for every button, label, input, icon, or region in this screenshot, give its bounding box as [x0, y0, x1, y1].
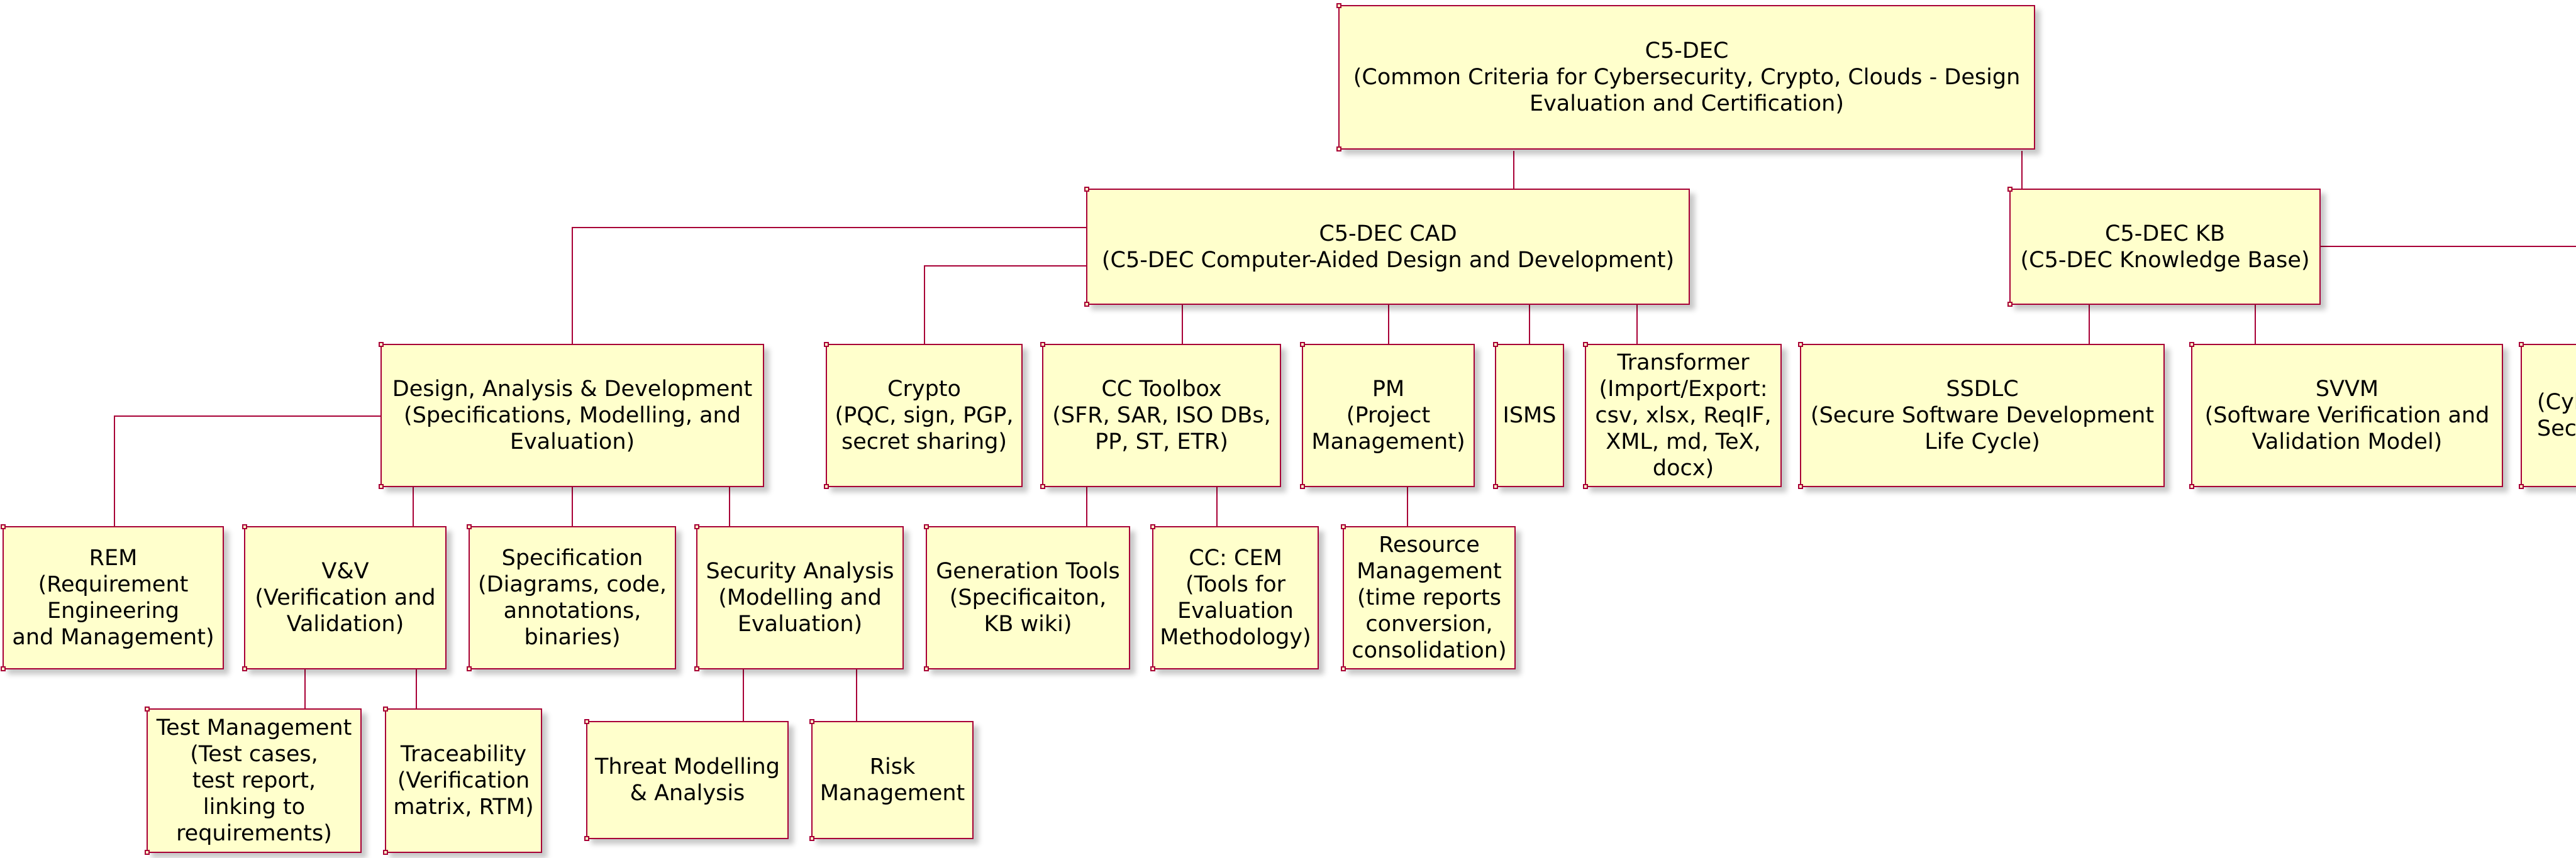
node-partial-cut-off-label: (Cyb Sec [2537, 390, 2576, 441]
node-pm-label: PM (Project Management) [1311, 377, 1465, 454]
node-security-analysis: Security Analysis (Modelling and Evaluat… [694, 524, 904, 671]
node-cc-cem: CC: CEM (Tools for Evaluation Methodolog… [1150, 524, 1319, 671]
node-test-management: Test Management (Test cases, test report… [145, 707, 362, 855]
node-cc-cem-label: CC: CEM (Tools for Evaluation Methodolog… [1160, 546, 1311, 650]
node-crypto-label: Crypto (PQC, sign, PGP, secret sharing) [835, 377, 1014, 454]
node-crypto: Crypto (PQC, sign, PGP, secret sharing) [824, 342, 1023, 489]
node-traceability: Traceability (Verification matrix, RTM) [383, 707, 542, 855]
node-transformer-label: Transformer (Import/Export: csv, xlsx, R… [1595, 350, 1772, 481]
node-pm: PM (Project Management) [1300, 342, 1475, 489]
link-cad-crypto [924, 265, 1086, 344]
node-risk-management-label: Risk Management [819, 754, 965, 806]
node-isms-label: ISMS [1502, 403, 1557, 428]
node-c5-dec: C5-DEC (Common Criteria for Cybersecurit… [1336, 3, 2035, 151]
node-resource-management: Resource Management (time reports conver… [1341, 524, 1516, 671]
node-ssdlc-label: SSDLC (Secure Software Development Life … [1810, 377, 2155, 454]
link-dad-rem [114, 415, 380, 526]
node-cc-toolbox-label: CC Toolbox (SFR, SAR, ISO DBs, PP, ST, E… [1052, 377, 1271, 454]
node-design-analysis-development-label: Design, Analysis & Development (Specific… [392, 377, 753, 454]
node-c5-dec-label: C5-DEC (Common Criteria for Cybersecurit… [1353, 38, 2021, 116]
node-generation-tools: Generation Tools (Specificaiton, KB wiki… [924, 524, 1130, 671]
node-threat-modelling: Threat Modelling & Analysis [584, 719, 789, 841]
node-c5-dec-kb-label: C5-DEC KB (C5-DEC Knowledge Base) [2020, 221, 2310, 273]
node-design-analysis-development: Design, Analysis & Development (Specific… [379, 342, 764, 489]
node-generation-tools-label: Generation Tools (Specificaiton, KB wiki… [936, 559, 1120, 637]
node-svvm: SVVM (Software Verification and Validati… [2189, 342, 2503, 489]
node-ssdlc: SSDLC (Secure Software Development Life … [1798, 342, 2165, 489]
node-specification-label: Specification (Diagrams, code, annotatio… [478, 546, 667, 650]
node-c5-dec-kb: C5-DEC KB (C5-DEC Knowledge Base) [2007, 187, 2321, 307]
node-test-management-label: Test Management (Test cases, test report… [156, 715, 352, 846]
node-rem-label: REM (Requirement Engineering and Managem… [12, 546, 214, 650]
node-partial-cut-off: (Cyb Sec [2519, 342, 2576, 489]
node-resource-management-label: Resource Management (time reports conver… [1352, 532, 1507, 663]
node-security-analysis-label: Security Analysis (Modelling and Evaluat… [706, 559, 894, 637]
node-cc-toolbox: CC Toolbox (SFR, SAR, ISO DBs, PP, ST, E… [1040, 342, 1281, 489]
node-c5-dec-cad-label: C5-DEC CAD (C5-DEC Computer-Aided Design… [1101, 221, 1675, 273]
link-cad-dad [572, 227, 1086, 344]
node-traceability-label: Traceability (Verification matrix, RTM) [393, 742, 534, 820]
node-threat-modelling-label: Threat Modelling & Analysis [595, 754, 780, 806]
node-specification: Specification (Diagrams, code, annotatio… [467, 524, 676, 671]
node-c5-dec-cad: C5-DEC CAD (C5-DEC Computer-Aided Design… [1084, 187, 1690, 307]
node-vv-label: V&V (Verification and Validation) [255, 559, 436, 637]
node-transformer: Transformer (Import/Export: csv, xlsx, R… [1583, 342, 1782, 489]
node-isms: ISMS [1493, 342, 1564, 489]
node-risk-management: Risk Management [809, 719, 974, 841]
node-svvm-label: SVVM (Software Verification and Validati… [2204, 377, 2490, 454]
node-vv: V&V (Verification and Validation) [242, 524, 447, 671]
node-rem: REM (Requirement Engineering and Managem… [1, 524, 224, 671]
